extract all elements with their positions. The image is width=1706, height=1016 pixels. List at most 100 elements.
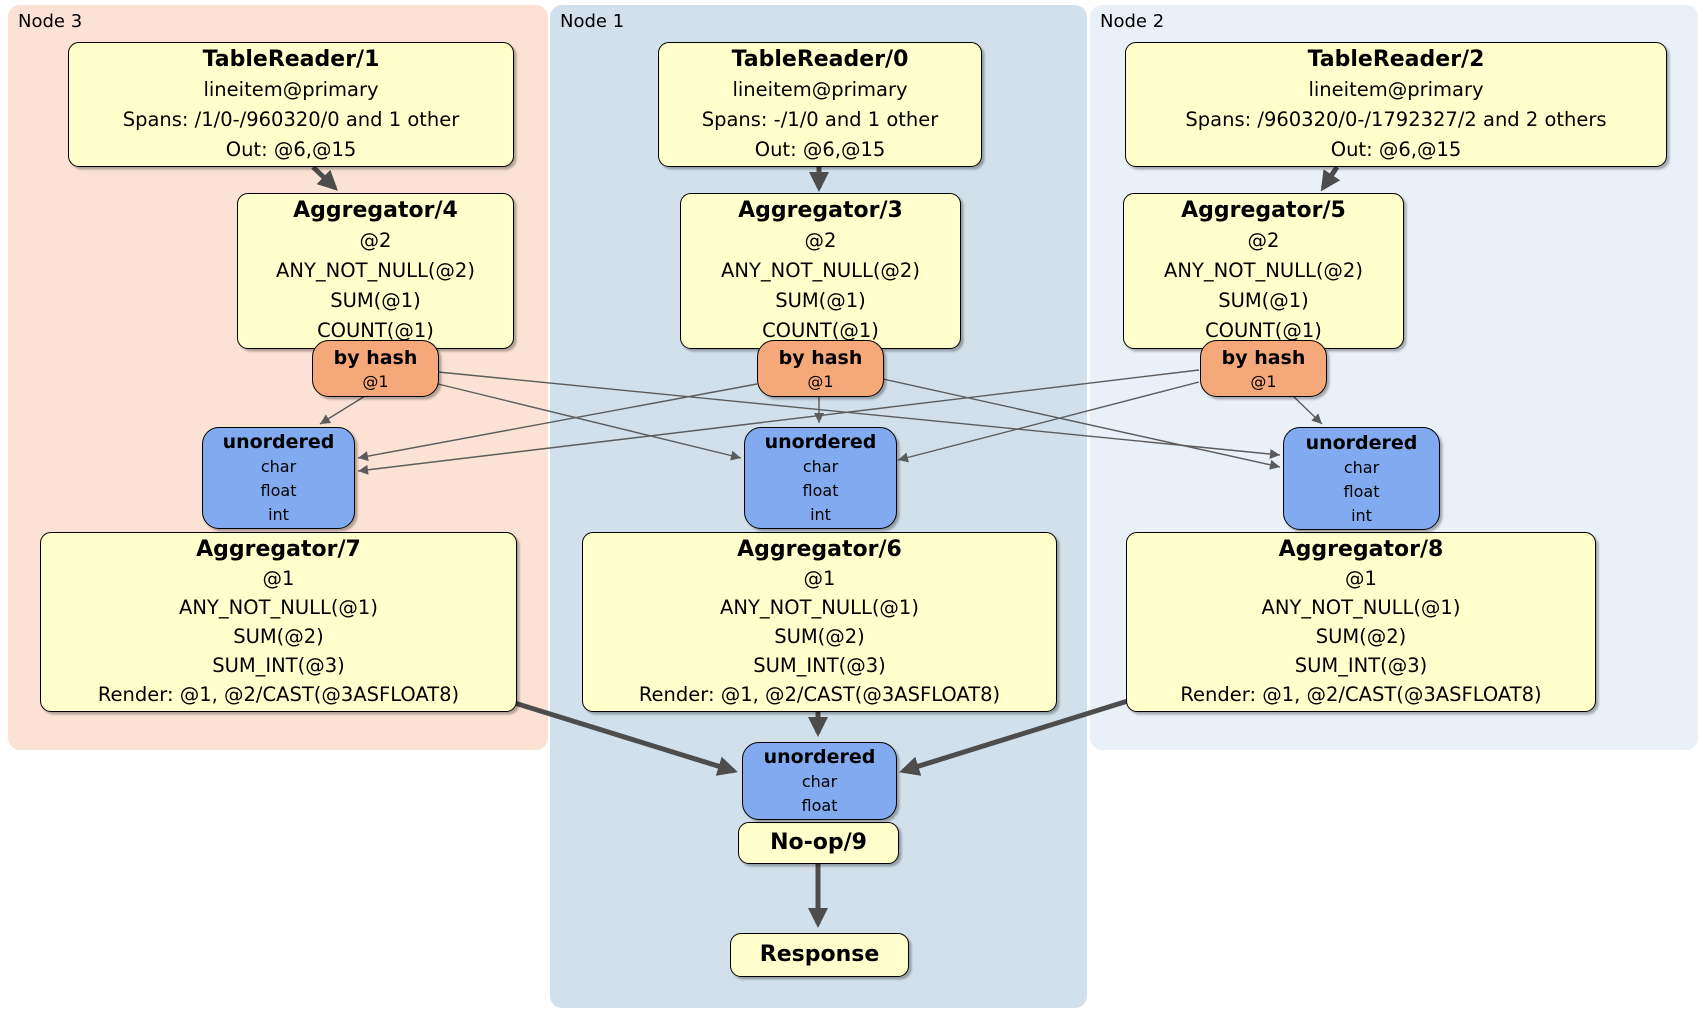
edge-tablereader2-aggregator5 (1320, 165, 1341, 192)
sync-line: char (260, 457, 297, 476)
sync-unordered-node3: unordered char float int (202, 427, 355, 529)
edge-aggregator8-syncfinal (899, 697, 1132, 776)
sync-line: float (260, 481, 297, 500)
processor-line: lineitem@primary (203, 77, 379, 101)
region-node1-label: Node 1 (560, 11, 625, 32)
processor-title: Aggregator/5 (1181, 198, 1346, 223)
router-line: @1 (807, 372, 834, 391)
processor-aggregator-5: Aggregator/5 @2 ANY_NOT_NULL(@2) SUM(@1)… (1123, 193, 1404, 349)
processor-line: ANY_NOT_NULL(@1) (1261, 596, 1461, 619)
processor-tablereader-1: TableReader/1 lineitem@primary Spans: /1… (68, 42, 514, 167)
processor-line: SUM_INT(@3) (212, 654, 345, 677)
router-title: by hash (778, 347, 863, 369)
processor-line: ANY_NOT_NULL(@2) (721, 259, 920, 282)
processor-aggregator-7: Aggregator/7 @1 ANY_NOT_NULL(@1) SUM(@2)… (40, 532, 517, 712)
processor-line: Spans: /1/0-/960320/0 and 1 other (122, 107, 460, 131)
sync-title: unordered (1305, 431, 1418, 454)
processor-title: No-op/9 (770, 830, 867, 855)
sync-unordered-node2: unordered char float int (1283, 427, 1440, 530)
processor-aggregator-8: Aggregator/8 @1 ANY_NOT_NULL(@1) SUM(@2)… (1126, 532, 1596, 712)
router-line: @1 (1250, 372, 1277, 391)
sync-line: char (802, 457, 839, 476)
processor-line: Render: @1, @2/CAST(@3ASFLOAT8) (97, 683, 460, 706)
processor-line: Spans: /960320/0-/1792327/2 and 2 others (1185, 107, 1607, 131)
processor-line: COUNT(@1) (1205, 319, 1322, 342)
processor-line: SUM(@1) (775, 289, 866, 312)
processor-title: TableReader/2 (1307, 46, 1485, 72)
router-line: @1 (362, 372, 389, 391)
processor-line: SUM(@1) (330, 289, 421, 312)
processor-line: @1 (803, 567, 836, 590)
processor-line: ANY_NOT_NULL(@1) (720, 596, 919, 619)
processor-line: @2 (1247, 229, 1280, 252)
edge-router1-sync2 (882, 378, 1281, 470)
sync-unordered-node1: unordered char float int (744, 427, 897, 529)
sync-line: int (810, 505, 831, 524)
router-title: by hash (333, 347, 418, 369)
processor-line: ANY_NOT_NULL(@2) (1164, 259, 1363, 282)
processor-response: Response (730, 933, 909, 977)
processor-line: COUNT(@1) (317, 319, 434, 342)
sync-title: unordered (222, 431, 335, 453)
processor-line: @2 (359, 229, 392, 252)
edge-router2-sync1 (897, 381, 1200, 463)
edge-router3-sync3 (319, 395, 366, 425)
edge-router2-sync2 (1292, 395, 1323, 425)
processor-line: lineitem@primary (732, 77, 908, 101)
processor-line: @1 (262, 567, 295, 590)
processor-line: SUM(@2) (233, 625, 324, 648)
sync-line: int (1351, 505, 1372, 525)
processor-aggregator-4: Aggregator/4 @2 ANY_NOT_NULL(@2) SUM(@1)… (237, 193, 514, 349)
router-title: by hash (1221, 347, 1306, 369)
processor-aggregator-3: Aggregator/3 @2 ANY_NOT_NULL(@2) SUM(@1)… (680, 193, 961, 349)
processor-tablereader-0: TableReader/0 lineitem@primary Spans: -/… (658, 42, 982, 167)
processor-line: Out: @6,@15 (1330, 137, 1462, 161)
sync-line: float (802, 481, 839, 500)
sync-line: char (801, 772, 838, 791)
edge-router2-sync3 (357, 369, 1200, 475)
processor-line: Spans: -/1/0 and 1 other (701, 107, 939, 131)
processor-title: Aggregator/3 (738, 198, 903, 223)
processor-noop-9: No-op/9 (738, 822, 899, 864)
edge-router1-sync3 (357, 383, 758, 462)
processor-title: Aggregator/7 (196, 537, 361, 562)
processor-line: Out: @6,@15 (225, 137, 357, 161)
processor-line: @1 (1345, 567, 1377, 590)
processor-line: Render: @1, @2/CAST(@3ASFLOAT8) (638, 683, 1001, 706)
processor-line: SUM_INT(@3) (1294, 654, 1428, 677)
processor-line: SUM_INT(@3) (753, 654, 886, 677)
edge-router3-sync1 (437, 383, 742, 461)
sync-line: float (801, 796, 838, 815)
processor-aggregator-6: Aggregator/6 @1 ANY_NOT_NULL(@1) SUM(@2)… (582, 532, 1057, 712)
processor-title: Response (759, 942, 880, 967)
processor-line: SUM(@2) (1315, 625, 1407, 648)
edge-tablereader1-aggregator4 (311, 165, 338, 191)
processor-title: TableReader/1 (202, 46, 380, 72)
processor-line: ANY_NOT_NULL(@1) (179, 596, 378, 619)
processor-tablereader-2: TableReader/2 lineitem@primary Spans: /9… (1125, 42, 1667, 167)
processor-line: lineitem@primary (1308, 77, 1484, 101)
router-by-hash-node1: by hash @1 (757, 340, 884, 397)
sync-line: float (1343, 481, 1380, 501)
processor-line: Render: @1, @2/CAST(@3ASFLOAT8) (1180, 683, 1542, 706)
processor-line: SUM(@2) (774, 625, 865, 648)
sync-title: unordered (763, 746, 876, 768)
sync-unordered-final: unordered char float (742, 742, 897, 820)
processor-line: COUNT(@1) (762, 319, 879, 342)
sync-line: int (268, 505, 289, 524)
processor-title: Aggregator/4 (293, 198, 458, 223)
processor-title: TableReader/0 (731, 46, 909, 72)
region-node2-label: Node 2 (1100, 11, 1165, 32)
region-node3-label: Node 3 (18, 11, 83, 32)
edge-aggregator7-syncfinal (504, 697, 738, 776)
processor-title: Aggregator/8 (1278, 537, 1444, 562)
sync-line: char (1343, 457, 1380, 477)
processor-line: Out: @6,@15 (754, 137, 886, 161)
router-by-hash-node2: by hash @1 (1200, 340, 1327, 397)
processor-line: @2 (804, 229, 837, 252)
processor-line: SUM(@1) (1218, 289, 1309, 312)
router-by-hash-node3: by hash @1 (312, 340, 439, 397)
processor-title: Aggregator/6 (737, 537, 902, 562)
